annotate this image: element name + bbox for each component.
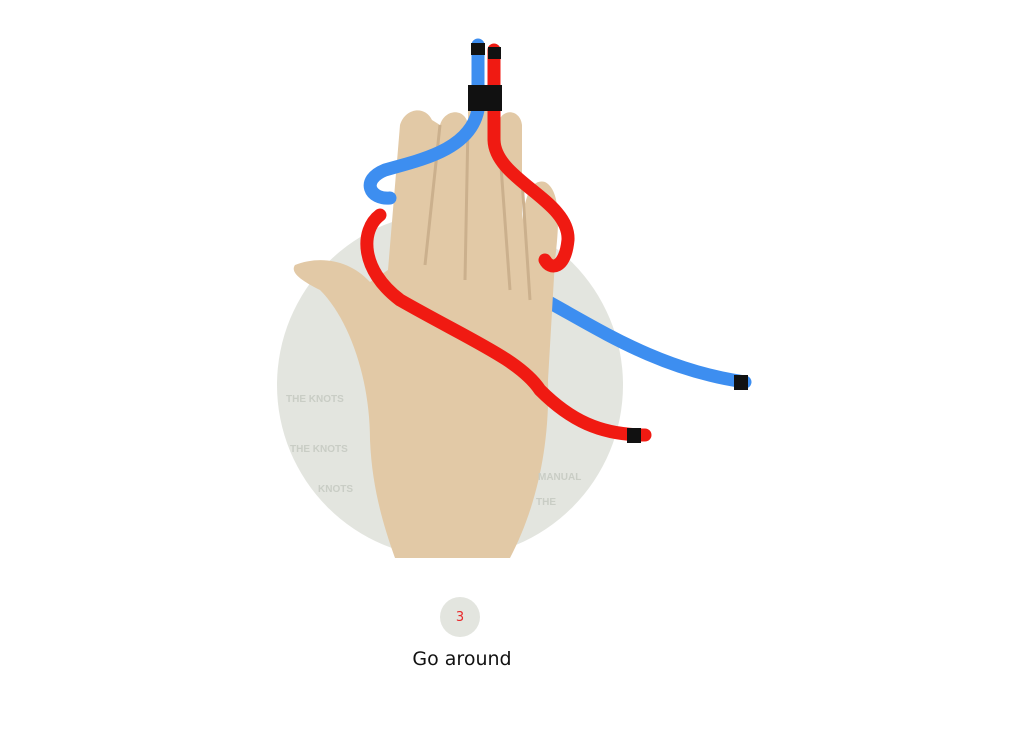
svg-text:THE KNOTS: THE KNOTS <box>290 444 348 455</box>
blue-rope-end-tape <box>471 43 485 55</box>
svg-text:THE KNOTS: THE KNOTS <box>286 394 344 405</box>
watermark: THE KNOTS THE KNOTS KNOTS MANUAL THE <box>286 394 581 508</box>
red-rope-tail-tape <box>627 428 641 443</box>
svg-text:KNOTS: KNOTS <box>318 484 353 495</box>
binding-tape <box>468 85 502 111</box>
blue-rope-back <box>538 293 752 389</box>
red-rope-end-tape <box>488 47 501 59</box>
svg-text:MANUAL: MANUAL <box>538 472 581 483</box>
blue-rope-tail-tape <box>734 375 748 390</box>
step-label: Go around <box>412 648 512 670</box>
step-number-badge: 3 <box>440 597 480 637</box>
blue-rope-front <box>363 38 485 205</box>
red-rope <box>360 43 652 442</box>
step-number: 3 <box>455 609 465 625</box>
svg-text:THE: THE <box>536 497 556 508</box>
